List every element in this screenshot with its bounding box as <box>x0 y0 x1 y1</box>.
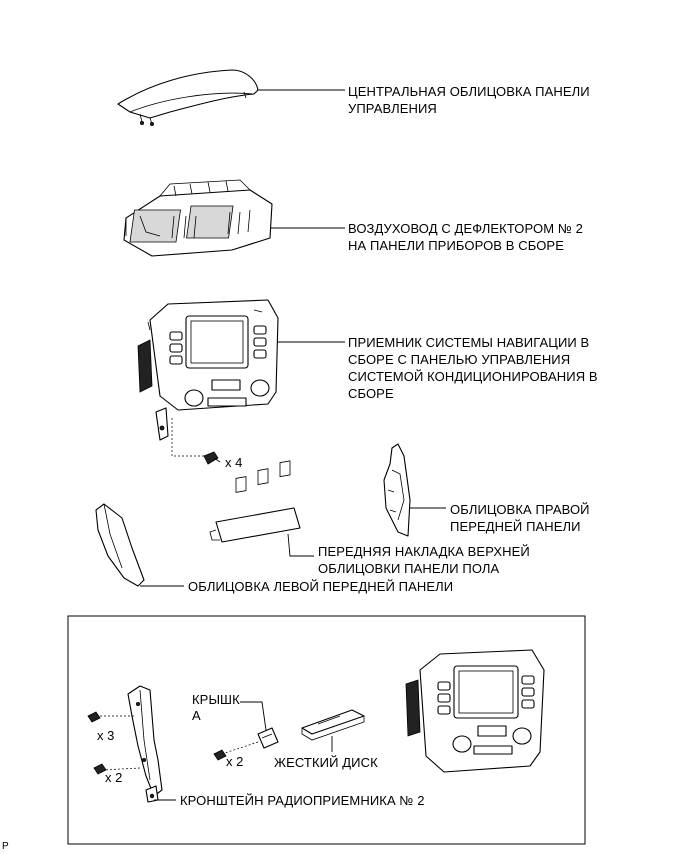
label-air-duct: ВОЗДУХОВОД С ДЕФЛЕКТОРОМ № 2 НА ПАНЕЛИ П… <box>348 221 583 253</box>
dashline-disk-screw <box>221 741 259 755</box>
label-hard-disk: ЖЕСТКИЙ ДИСК <box>274 755 378 770</box>
screw-receiver-icon <box>203 451 221 465</box>
center-cover-part <box>117 69 259 127</box>
dashline-receiver-screw <box>171 418 206 457</box>
label-cover-a: КРЫШК А <box>192 692 240 723</box>
right-panel-part <box>383 443 411 537</box>
left-panel-part <box>95 503 145 587</box>
leader-front-overlay <box>287 533 314 557</box>
label-radio-bracket: КРОНШТЕЙН РАДИОПРИЕМНИКА № 2 <box>180 793 425 808</box>
label-left-panel: ОБЛИЦОВКА ЛЕВОЙ ПЕРЕДНЕЙ ПАНЕЛИ <box>188 579 454 594</box>
qty-disk-screws: x 2 <box>226 754 244 769</box>
detail-inset-frame <box>67 615 586 845</box>
label-nav-receiver: ПРИЕМНИК СИСТЕМЫ НАВИГАЦИИ В СБОРЕ С ПАН… <box>348 335 598 401</box>
hard-disk-part <box>301 709 365 741</box>
screw-disk-icon <box>213 749 227 761</box>
screw-bracket-bottom-icon <box>93 763 107 775</box>
screw-bracket-top-icon <box>87 711 101 723</box>
qty-bracket-bottom-screws: x 2 <box>105 770 123 785</box>
label-right-panel: ОБЛИЦОВКА ПРАВОЙ ПЕРЕДНЕЙ ПАНЕЛИ <box>450 502 590 534</box>
label-center-cover: ЦЕНТРАЛЬНАЯ ОБЛИЦОВКА ПАНЕЛИ УПРАВЛЕНИЯ <box>348 84 590 116</box>
qty-receiver-screws: x 4 <box>225 455 243 470</box>
radio-bracket-part <box>127 685 163 803</box>
cover-a-part <box>257 727 279 749</box>
label-front-overlay: ПЕРЕДНЯЯ НАКЛАДКА ВЕРХНЕЙ ОБЛИЦОВКИ ПАНЕ… <box>318 544 530 576</box>
front-overlay-part <box>209 460 301 543</box>
figure-code: P <box>2 841 9 852</box>
inset-receiver-part <box>405 649 545 773</box>
air-duct-part <box>123 179 273 257</box>
qty-bracket-top-screws: x 3 <box>97 728 115 743</box>
leader-cover-a <box>240 701 267 731</box>
nav-receiver-part <box>137 299 279 441</box>
